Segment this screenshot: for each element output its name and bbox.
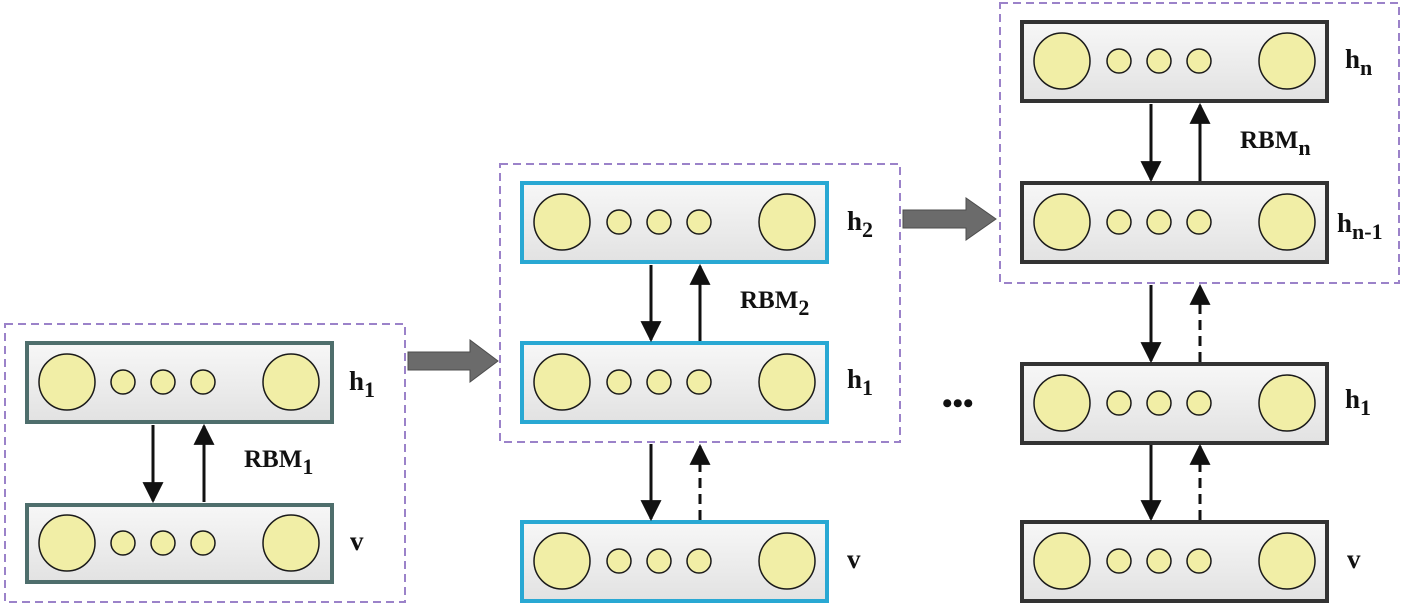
rbm-label: RBM1 (244, 446, 313, 479)
rbm-label: RBMn (1240, 127, 1311, 160)
rbm2-frame (499, 163, 901, 443)
flow-arrow-2 (902, 197, 997, 241)
flow-arrow-1 (407, 339, 499, 383)
layer-label: h2 (847, 206, 873, 242)
layer-label: h1 (349, 366, 375, 402)
layer-box (520, 341, 829, 424)
layer-label: v (847, 544, 861, 574)
layer-label: hn-1 (1337, 208, 1383, 244)
layer-label: v (350, 526, 364, 556)
rbm-label: RBM2 (740, 287, 809, 320)
layer-box (1020, 520, 1329, 603)
layer-box (520, 181, 829, 264)
layer-box (25, 341, 334, 424)
layer-box (1020, 362, 1329, 445)
ellipsis: ••• (942, 387, 974, 420)
layer-label: h1 (847, 364, 873, 400)
rbmn-frame (999, 2, 1400, 284)
layer-label: v (1347, 544, 1361, 574)
layer-box (25, 503, 334, 584)
rbm1-frame (4, 323, 406, 603)
layer-box (1020, 20, 1329, 103)
layer-label: hn (1345, 44, 1372, 80)
layer-box (1020, 181, 1329, 264)
layer-box (520, 520, 829, 603)
layer-label: h1 (1345, 384, 1371, 420)
